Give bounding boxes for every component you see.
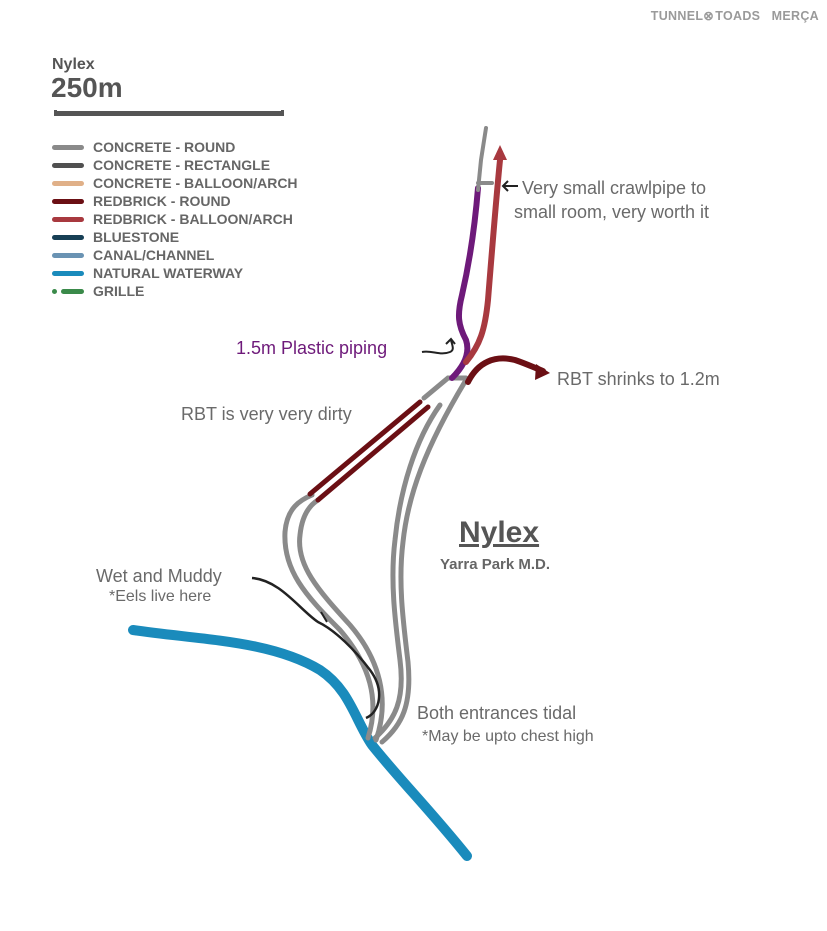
tunnel-junction	[421, 375, 469, 401]
leader-wet	[251, 576, 381, 720]
legend-item-concrete-arch: CONCRETE - BALLOON/ARCH	[52, 174, 298, 192]
legend-swatch	[52, 216, 84, 222]
legend-label: GRILLE	[93, 283, 145, 299]
legend-label: CANAL/CHANNEL	[93, 247, 215, 263]
rbt-outer	[307, 399, 423, 497]
legend-item-waterway: NATURAL WATERWAY	[52, 264, 298, 282]
leader-plastic	[421, 337, 456, 355]
note-tidal: Both entrances tidal	[417, 703, 577, 723]
note-wet: Wet and Muddy	[96, 566, 222, 586]
rbt-branch	[465, 355, 546, 385]
legend-swatch	[52, 198, 84, 204]
legend-swatch	[52, 162, 84, 168]
rbt-branch-arrow	[535, 364, 550, 380]
tunnel-right-outer	[372, 402, 443, 741]
scale-title: Nylex	[52, 56, 95, 73]
brand-left: TUNNEL	[650, 9, 704, 23]
legend-item-grille: GRILLE	[52, 282, 298, 300]
rbt-inner	[315, 404, 431, 503]
legend-label: REDBRICK - ROUND	[93, 193, 231, 209]
plastic-pipe	[449, 185, 481, 381]
legend: CONCRETE - ROUND CONCRETE - RECTANGLE CO…	[52, 138, 298, 300]
crawlpipe	[476, 126, 488, 192]
brand-right: MERÇA	[771, 9, 819, 23]
legend-item-bluestone: BLUESTONE	[52, 228, 298, 246]
note-eels: *Eels live here	[109, 588, 212, 605]
tunnel-left-inner	[297, 497, 385, 743]
legend-label: REDBRICK - BALLOON/ARCH	[93, 211, 293, 227]
scale-bar	[54, 110, 284, 116]
legend-swatch-grille	[52, 288, 84, 294]
redbrick-arch-arrow	[493, 145, 507, 160]
note-plastic: 1.5m Plastic piping	[236, 338, 388, 358]
legend-label: CONCRETE - RECTANGLE	[93, 157, 271, 173]
leader-crawlpipe	[501, 180, 518, 192]
legend-item-redbrick-round: REDBRICK - ROUND	[52, 192, 298, 210]
redbrick-arch	[463, 157, 503, 365]
map-title: Nylex	[459, 516, 540, 549]
legend-label: NATURAL WATERWAY	[93, 265, 244, 281]
tunnel-left-outer	[282, 492, 376, 741]
brand-cross-icon: ⊗	[703, 9, 715, 23]
scale-distance: 250m	[51, 72, 123, 103]
legend-swatch	[52, 144, 84, 150]
legend-item-concrete-round: CONCRETE - ROUND	[52, 138, 298, 156]
legend-label: BLUESTONE	[93, 229, 180, 245]
legend-label: CONCRETE - ROUND	[93, 139, 236, 155]
note-rbt-dirty: RBT is very very dirty	[181, 404, 352, 424]
note-crawlpipe-line2: small room, very worth it	[514, 202, 710, 222]
note-rbt-shrinks: RBT shrinks to 1.2m	[557, 369, 720, 389]
legend-swatch	[52, 180, 84, 186]
legend-label: CONCRETE - BALLOON/ARCH	[93, 175, 298, 191]
tunnel-right-inner	[379, 377, 469, 745]
note-crawlpipe-line1: Very small crawlpipe to	[522, 178, 707, 198]
legend-item-concrete-rectangle: CONCRETE - RECTANGLE	[52, 156, 298, 174]
legend-item-canal: CANAL/CHANNEL	[52, 246, 298, 264]
legend-swatch	[52, 270, 84, 276]
legend-item-redbrick-arch: REDBRICK - BALLOON/ARCH	[52, 210, 298, 228]
map-subtitle: Yarra Park M.D.	[440, 556, 551, 573]
leader-wet-tick	[320, 611, 328, 623]
waterway-path	[128, 625, 472, 861]
legend-swatch	[52, 234, 84, 240]
brand-mid: TOADS	[715, 9, 761, 23]
brand-logo: TUNNEL⊗TOADS MERÇA	[651, 8, 819, 23]
note-chest: *May be upto chest high	[422, 728, 594, 745]
legend-swatch	[52, 252, 84, 258]
